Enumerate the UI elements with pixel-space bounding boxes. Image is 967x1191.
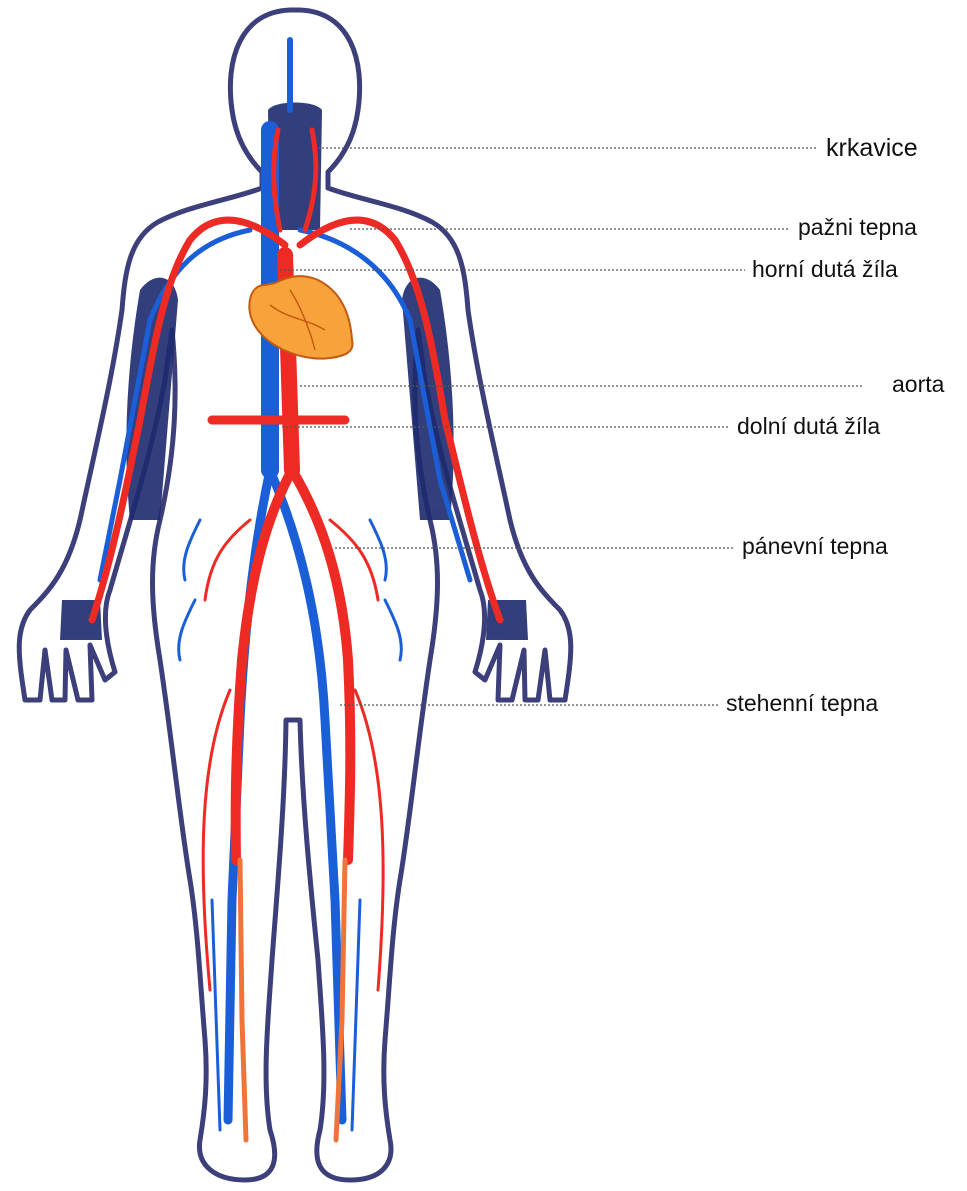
label-superior-vena-cava: horní dutá žíla: [752, 258, 898, 281]
label-femoral-artery: stehenní tepna: [726, 692, 878, 715]
label-carotid: krkavice: [826, 136, 918, 161]
label-brachial-artery: pažni tepna: [798, 216, 917, 239]
label-inferior-vena-cava: dolní dutá žíla: [737, 415, 880, 438]
label-aorta: aorta: [892, 373, 944, 396]
label-iliac-artery: pánevní tepna: [742, 535, 888, 558]
